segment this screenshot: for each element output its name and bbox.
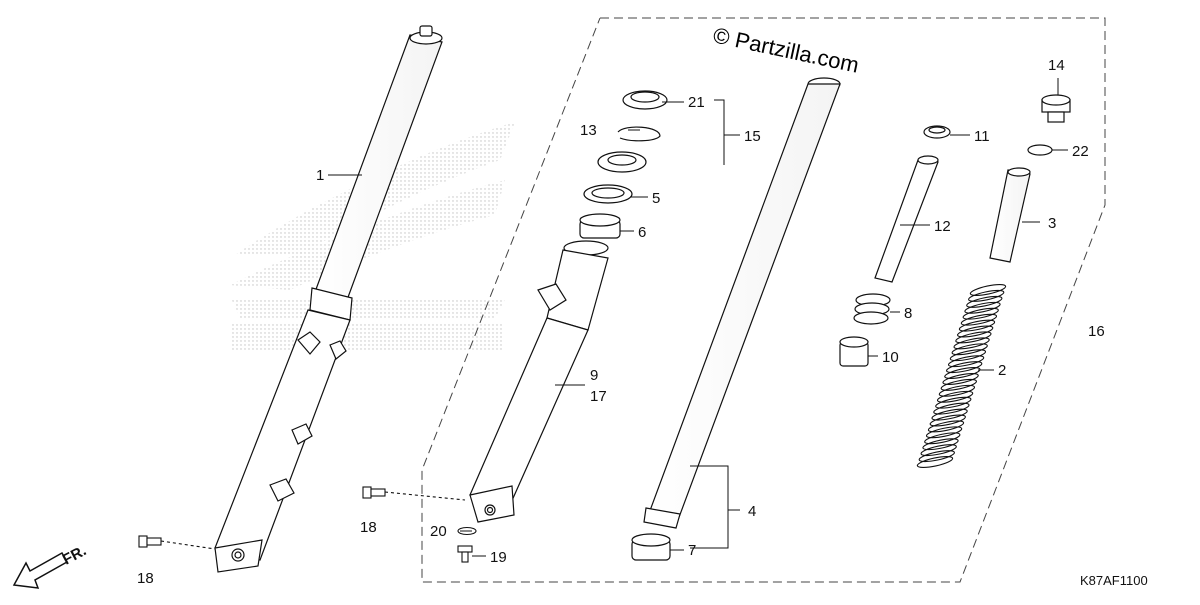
callout-3: 3	[1048, 215, 1056, 232]
callout-18-right: 18	[360, 519, 377, 536]
callout-14: 14	[1048, 57, 1065, 74]
spring-coil	[931, 408, 968, 421]
spring-coil	[924, 432, 961, 445]
callout-22: 22	[1072, 143, 1089, 160]
front-direction-arrow-icon: FR.	[12, 542, 89, 589]
spring-coil	[925, 426, 963, 439]
rebound-spring-8	[853, 293, 891, 325]
spring-coil	[946, 361, 983, 374]
spring-coil	[933, 402, 970, 415]
callout-13: 13	[580, 122, 597, 139]
watermark-text: © Partzilla.com	[711, 22, 861, 77]
spring-coil	[964, 301, 1001, 314]
diagram-code: K87AF1100	[1080, 573, 1148, 588]
piston-ring-11	[923, 125, 951, 139]
callout-11: 11	[974, 128, 990, 145]
callout-19: 19	[490, 549, 507, 566]
dust-seal-21	[622, 90, 668, 110]
oil-lock-piece-10	[839, 336, 869, 367]
callout-16: 16	[1088, 323, 1105, 340]
callout-9: 9	[590, 367, 598, 384]
callout-2: 2	[998, 362, 1006, 379]
spring-coil	[966, 295, 1003, 308]
spring-coil	[969, 284, 1007, 296]
spring-coil	[958, 319, 996, 332]
callout-18-left: 18	[137, 570, 154, 587]
stopper-ring-13	[617, 126, 661, 142]
spring-coil	[935, 396, 972, 409]
callout-10: 10	[882, 349, 899, 366]
spring-coil	[916, 456, 954, 468]
bolt-18-right	[362, 486, 466, 501]
fork-piston-12	[874, 155, 939, 283]
spring-coil	[955, 331, 992, 344]
spring-coil	[940, 378, 977, 391]
spring-coil	[938, 384, 976, 397]
callout-17: 17	[590, 388, 607, 405]
slide-bushing-7	[631, 533, 671, 561]
spring-coil	[929, 414, 966, 427]
spring-coil	[942, 373, 979, 385]
spring-collar-3	[989, 167, 1031, 263]
oil-seal	[597, 151, 647, 173]
bottom-case	[469, 240, 609, 523]
fork-pipe	[643, 77, 841, 529]
fork-spring-2	[916, 284, 1007, 468]
spring-coil	[968, 289, 1005, 302]
callout-4: 4	[748, 503, 756, 520]
back-up-ring-5	[583, 184, 633, 204]
spring-coil	[918, 450, 955, 463]
spring-coil	[927, 420, 965, 433]
spring-coil	[962, 307, 999, 320]
callout-6: 6	[638, 224, 646, 241]
direction-label: FR.	[60, 542, 89, 568]
spring-coil	[960, 313, 998, 326]
spring-coil	[944, 367, 981, 379]
spring-coil	[953, 337, 990, 350]
callout-8: 8	[904, 305, 912, 322]
callout-20: 20	[430, 523, 447, 540]
assembly-boundary	[421, 17, 1106, 583]
guide-bushing-6	[579, 213, 621, 239]
callout-12: 12	[934, 218, 951, 235]
callout-5: 5	[652, 190, 660, 207]
drain-bolt-19	[457, 545, 473, 563]
callout-7: 7	[688, 542, 696, 559]
spring-coil	[936, 390, 974, 403]
spring-coil	[949, 349, 987, 362]
o-ring-22	[1027, 144, 1053, 156]
spring-coil	[922, 438, 959, 451]
spring-coil	[951, 343, 988, 356]
spring-coil	[957, 325, 994, 338]
bolt-18-left	[138, 535, 216, 550]
fork-leg-assembly	[214, 25, 443, 573]
callout-21: 21	[688, 94, 705, 111]
spring-coil	[920, 444, 957, 457]
spring-coil	[947, 355, 985, 368]
callout-numbers: 1 2 3 4 5 6 7 8 9 10 11 12 13 14 15 16 1…	[137, 57, 1105, 587]
leader-lines	[328, 78, 1068, 557]
callout-1: 1	[316, 167, 324, 184]
callout-15: 15	[744, 128, 761, 145]
fork-bolt-14	[1041, 94, 1071, 123]
